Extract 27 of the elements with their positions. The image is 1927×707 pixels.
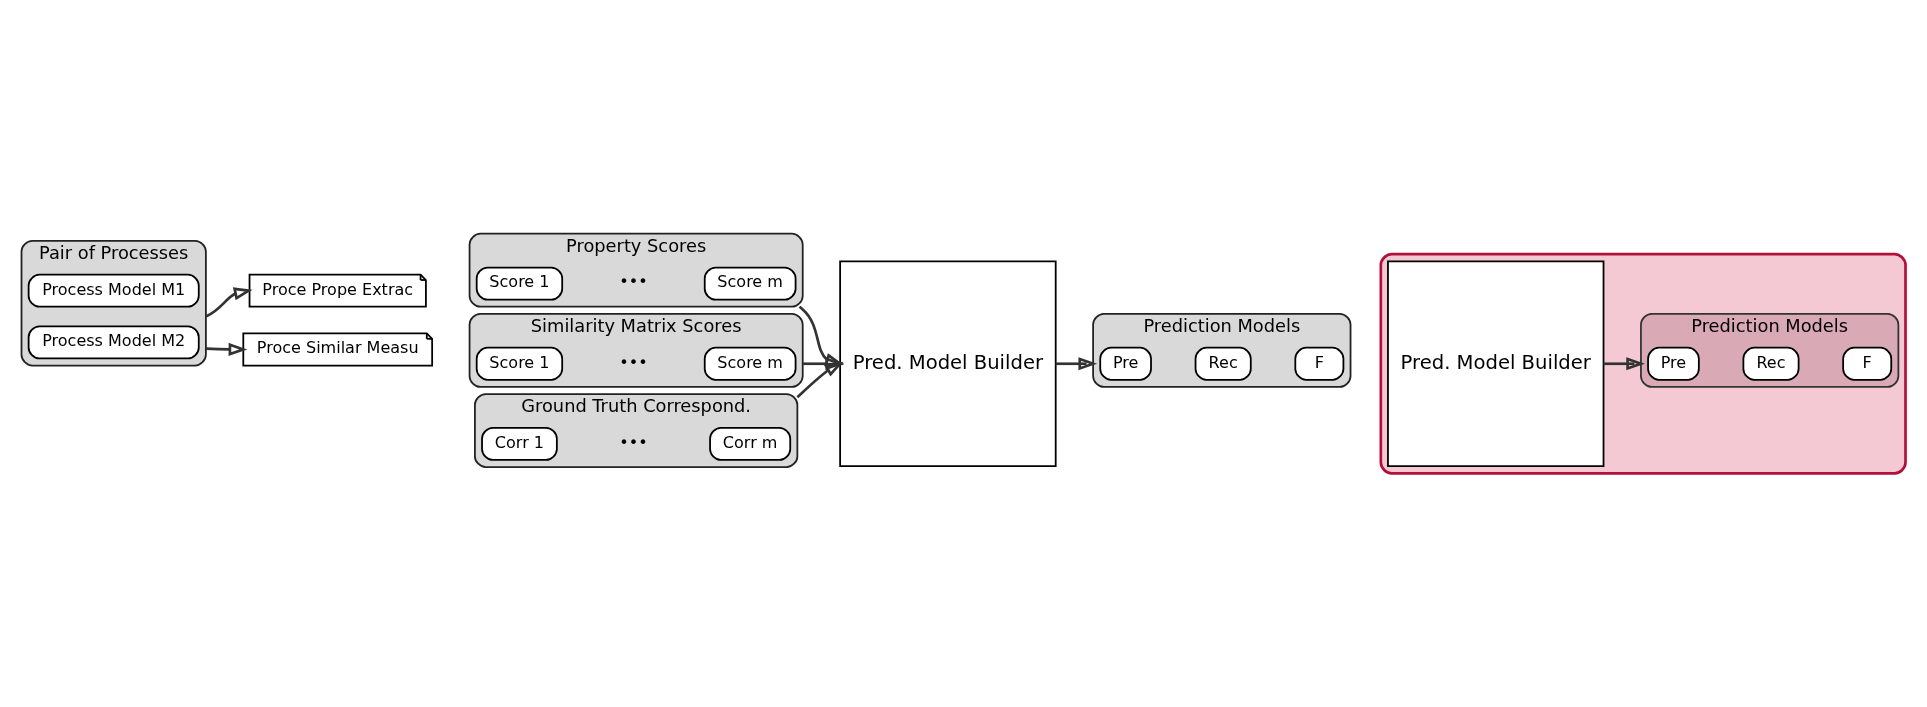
node-box: Score 1 <box>475 266 564 301</box>
cluster <box>1379 252 1907 475</box>
node-box: Score 1 <box>475 346 564 381</box>
node-box: F <box>1842 346 1893 381</box>
node-box: Pred. Model Builder <box>839 260 1057 468</box>
node-box: Corr 1 <box>481 427 558 461</box>
node-box: Process Model M1 <box>27 273 200 308</box>
arrow <box>205 287 253 318</box>
arrow <box>796 361 844 399</box>
arrow <box>1055 357 1098 371</box>
node-box: Score m <box>703 266 797 301</box>
label: ••• <box>619 432 648 452</box>
arrow <box>802 357 845 371</box>
arrow <box>798 305 844 366</box>
node-box: Score m <box>703 346 797 381</box>
node-box: Pre <box>1099 346 1152 381</box>
node-box: Rec <box>1194 346 1252 381</box>
node-box: Rec <box>1742 346 1800 381</box>
node-box: Process Model M2 <box>27 325 200 360</box>
node-box: F <box>1294 346 1345 381</box>
node-box: Pred. Model Builder <box>1387 260 1605 468</box>
label: ••• <box>619 272 648 292</box>
arrow <box>205 342 248 356</box>
node-box: Corr m <box>709 427 792 461</box>
arrow <box>1603 357 1645 371</box>
node-box: Pre <box>1647 346 1700 381</box>
label: ••• <box>619 352 648 372</box>
